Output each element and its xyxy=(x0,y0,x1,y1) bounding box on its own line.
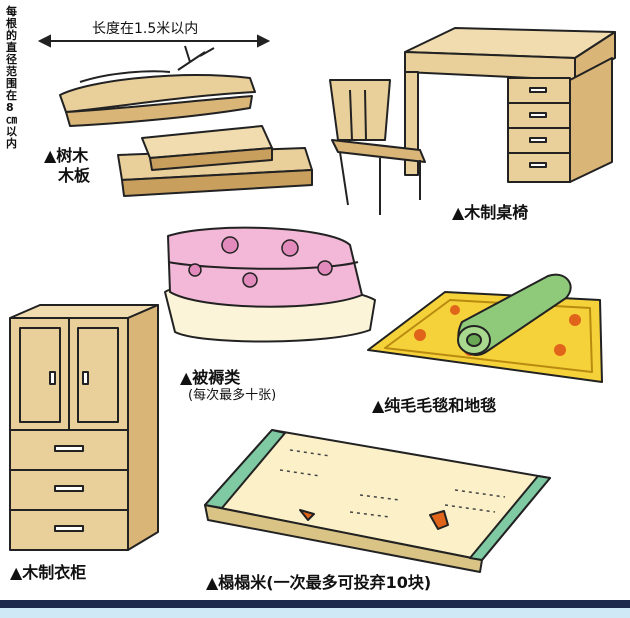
desk-drawing xyxy=(404,27,616,183)
label-wardrobe: ▲木制衣柜 xyxy=(10,563,87,582)
boards-drawing xyxy=(117,125,313,197)
bottom-bar-dark xyxy=(0,600,630,608)
carpet-drawing xyxy=(367,273,603,383)
label-board: 木板 xyxy=(58,166,91,185)
diameter-note: 每根的直径范围在8㎝以内 xyxy=(6,5,17,150)
logs-drawing xyxy=(59,45,256,127)
length-arrow xyxy=(37,34,271,48)
bottom-bar-light xyxy=(0,608,630,618)
label-bedding: ▲被褥类 xyxy=(180,368,241,387)
label-tatami: ▲榻榻米(一次最多可投弃10块) xyxy=(206,573,432,592)
label-wood: ▲树木 xyxy=(44,146,89,165)
label-desk-chair: ▲木制桌椅 xyxy=(452,203,529,222)
tatami-drawing xyxy=(204,429,551,573)
bedding-drawing xyxy=(164,226,376,343)
wardrobe-drawing xyxy=(9,304,159,551)
label-bedding-note: (每次最多十张) xyxy=(188,388,277,403)
chair-drawing xyxy=(329,79,426,215)
length-note: 长度在1.5米以内 xyxy=(92,21,199,37)
label-carpet: ▲纯毛毛毯和地毯 xyxy=(372,396,497,415)
